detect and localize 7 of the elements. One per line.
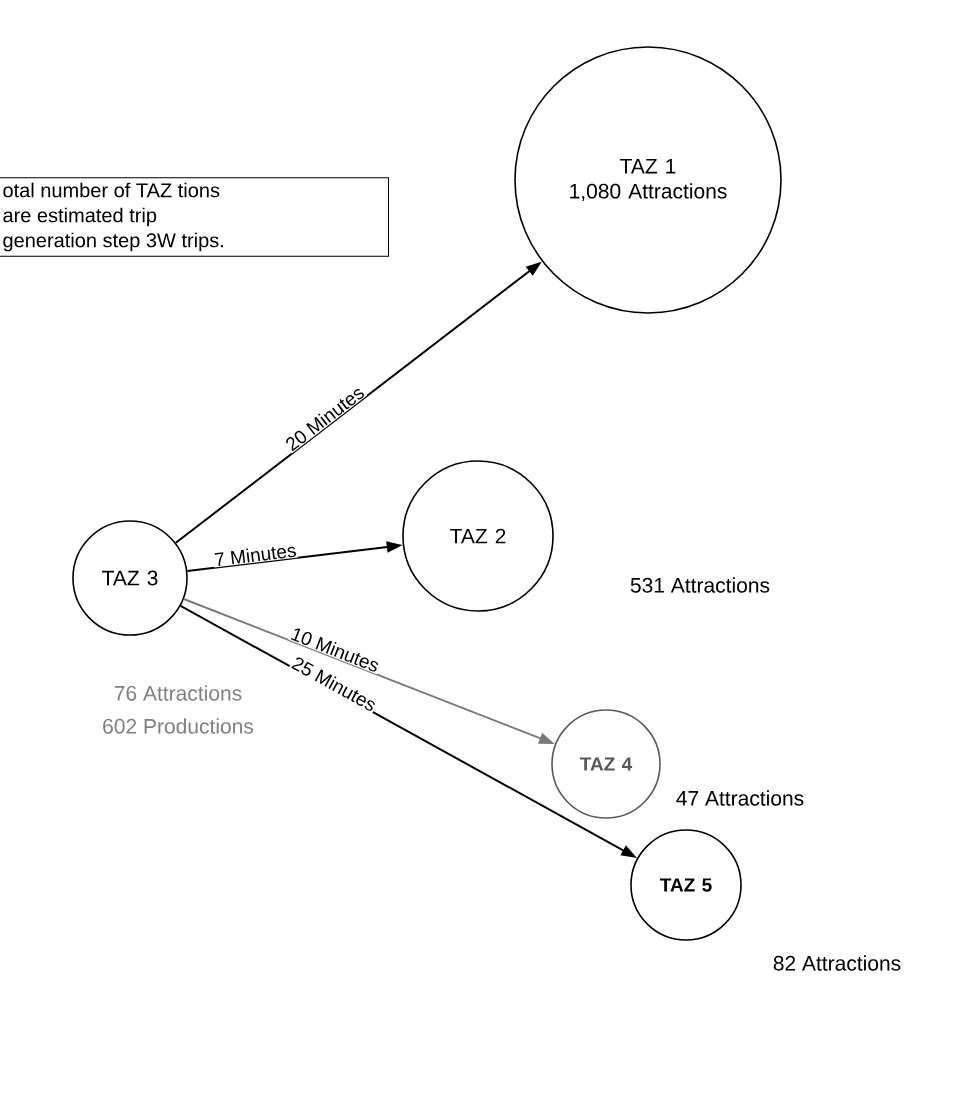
attraction-label: 602 Productions [103, 718, 254, 734]
attraction-label: 47 Attractions [676, 790, 804, 806]
note-box: otal number of TAZ tions are estimated trip generation step 3W trips. [0, 177, 389, 257]
attraction-label: 82 Attractions [773, 955, 901, 971]
attraction-label: 531 Attractions [630, 577, 770, 593]
attraction-label: 76 Attractions [114, 685, 242, 701]
edge-label: 7 Minutes [214, 546, 296, 566]
